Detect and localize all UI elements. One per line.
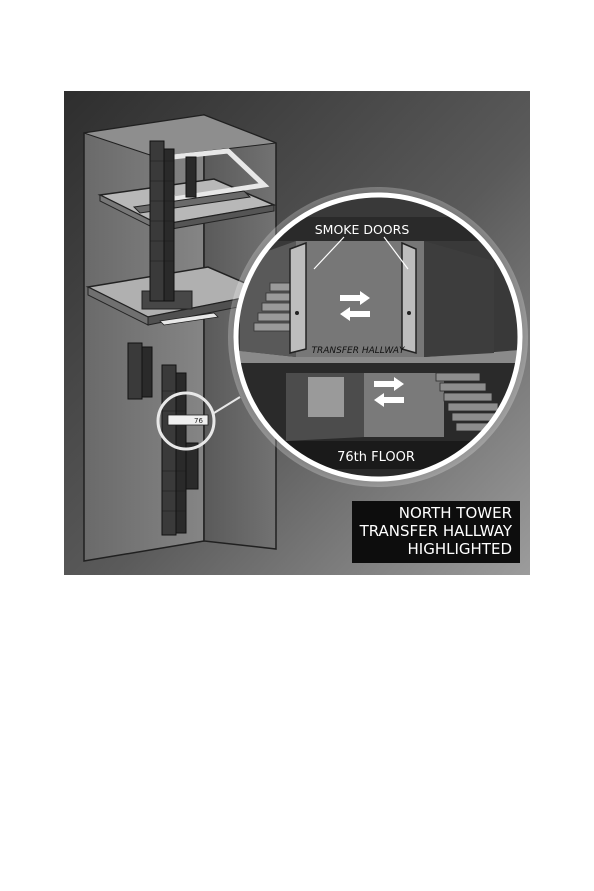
flow-arrows-lower <box>374 377 404 407</box>
transfer-hallway-label: TRANSFER HALLWAY <box>311 346 406 356</box>
smoke-doors-label: SMOKE DOORS <box>315 222 410 237</box>
highlight-marker: 76 <box>156 391 241 451</box>
flow-arrows-upper <box>340 291 370 321</box>
smoke-door-right <box>401 241 417 354</box>
caption-line-1: NORTH TOWER <box>398 504 512 522</box>
floor-label: 76th FLOOR <box>337 450 415 465</box>
tower-diagram-figure: 76 <box>64 91 530 575</box>
small-floor-tag: 76 <box>194 417 203 425</box>
smoke-door-left <box>289 241 307 354</box>
caption-line-2: TRANSFER HALLWAY <box>359 522 512 540</box>
inset-ring <box>233 192 523 482</box>
tower-diagram-svg: 76 <box>64 91 530 575</box>
magnified-inset: SMOKE DOORS TRANSFER HALLWAY 76th FLOOR <box>228 187 528 487</box>
upper-floor-platforms <box>85 148 277 326</box>
caption-box: NORTH TOWER TRANSFER HALLWAY HIGHLIGHTED <box>352 501 520 563</box>
stairwell-shafts <box>127 140 199 536</box>
caption-line-3: HIGHLIGHTED <box>407 540 512 558</box>
